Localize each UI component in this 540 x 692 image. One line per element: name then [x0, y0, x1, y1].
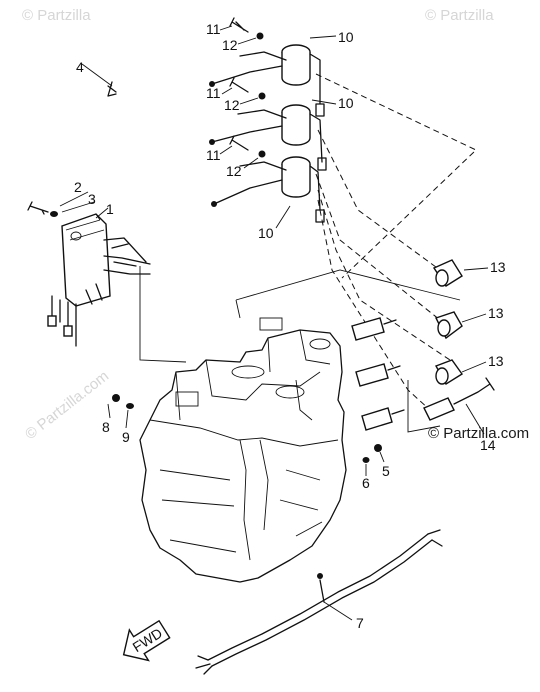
plug-cap-2: [435, 311, 463, 340]
callout-labels: 10 11 12 10 11 12 11 12 10 4 2 3 1 13 13…: [74, 21, 506, 631]
callout-11-upper: 11: [206, 21, 221, 37]
fwd-direction-arrow: FWD: [122, 619, 171, 662]
watermark-top-right: © Partzilla: [425, 7, 494, 24]
callout-10-middle: 10: [338, 95, 354, 111]
leader-lines: [81, 63, 477, 433]
callout-6: 6: [362, 475, 370, 491]
cylinder-block: [139, 317, 347, 583]
callout-13-bottom: 13: [488, 353, 504, 369]
callout-14: 14: [480, 437, 496, 453]
wire-harness: [195, 529, 443, 675]
ignition-coil-upper: [209, 44, 325, 117]
callout-13-middle: 13: [488, 305, 504, 321]
callout-2: 2: [74, 179, 82, 195]
callout-12-lower: 12: [226, 163, 242, 179]
part-4-screw: [107, 81, 117, 97]
callout-13-top: 13: [490, 259, 506, 275]
callout-leaders: [59, 25, 489, 621]
watermark-left: © Partzilla.com: [22, 368, 112, 444]
cdi-unit: [47, 213, 151, 347]
callout-9: 9: [122, 429, 130, 445]
ignition-coil-lower: [211, 156, 325, 223]
callout-10-lower: 10: [258, 225, 274, 241]
callout-12-upper: 12: [222, 37, 238, 53]
watermark-top-left: © Partzilla: [22, 7, 91, 24]
small-fasteners: [112, 394, 382, 463]
plug-cap-1: [432, 259, 463, 287]
callout-7: 7: [356, 615, 364, 631]
callout-3: 3: [88, 191, 96, 207]
plug-cap-3: [434, 359, 464, 385]
callout-10-upper: 10: [338, 29, 354, 45]
callout-1: 1: [106, 201, 114, 217]
callout-11-middle: 11: [206, 85, 221, 101]
callout-12-middle: 12: [224, 97, 240, 113]
coil-screws: [229, 17, 266, 158]
ignition-coil-middle: [209, 104, 327, 171]
callout-5: 5: [382, 463, 390, 479]
thermo-sensor-lead: [423, 377, 495, 421]
callout-4: 4: [76, 59, 84, 75]
callout-11-lower: 11: [206, 147, 221, 163]
spark-plugs: [351, 317, 405, 431]
callout-8: 8: [102, 419, 110, 435]
watermark-right: © Partzilla.com: [428, 425, 529, 442]
cdi-bolt: [27, 201, 58, 217]
